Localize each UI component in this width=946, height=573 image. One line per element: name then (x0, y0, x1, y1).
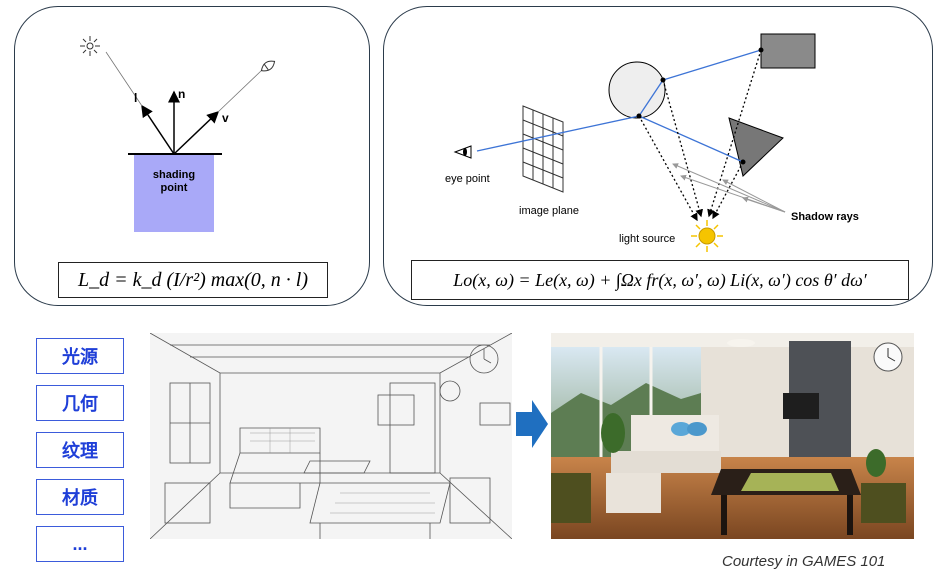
shadow-rays-label: Shadow rays (791, 211, 859, 223)
light-icon (80, 36, 100, 56)
rendering-equation: Lo(x, ω) = Le(x, ω) + ∫Ωx fr(x, ω′, ω) L… (411, 260, 909, 300)
reflected-ray-2 (662, 49, 762, 81)
tag-more: ... (36, 526, 124, 562)
tag-geometry: 几何 (36, 385, 124, 421)
tag-light: 光源 (36, 338, 124, 374)
triangle-object (728, 117, 784, 177)
rendered-scene-image (551, 333, 914, 539)
light-source-label: light source (619, 233, 675, 245)
refracted-ray (638, 115, 744, 163)
viewer-eye-icon (260, 60, 276, 72)
label-pointer (722, 179, 786, 213)
shadow-box (760, 33, 816, 69)
reflected-ray (638, 79, 664, 117)
shadow-ray (662, 79, 704, 218)
vector-l-label: l (134, 91, 137, 105)
light-ray-extension (105, 51, 143, 107)
shadow-ray (712, 161, 744, 220)
shadow-ray (638, 115, 698, 222)
shading-diagram: shading point l n v (80, 36, 276, 232)
eye-icon (453, 145, 472, 159)
scene-elements-list: 光源 几何 纹理 材质 ... (36, 338, 124, 573)
wireframe-scene-image (150, 333, 512, 539)
vector-n-label: n (178, 87, 185, 101)
light-vector (141, 104, 175, 155)
label-pointer (672, 163, 786, 213)
eye-point-label: eye point (445, 173, 490, 185)
shading-label-2: point (161, 182, 188, 194)
tag-material: 材质 (36, 479, 124, 515)
light-source-icon (691, 220, 723, 252)
primary-ray (476, 115, 640, 152)
credit-text: Courtesy in GAMES 101 (722, 553, 886, 570)
tag-texture: 纹理 (36, 432, 124, 468)
diffuse-formula: L_d = k_d (I/r²) max(0, n · l) (58, 262, 328, 298)
image-plane-grid (522, 105, 564, 193)
shading-label-1: shading (153, 169, 195, 181)
ray-tracing-panel (383, 6, 933, 306)
image-plane-label: image plane (519, 205, 579, 217)
view-ray-extension (217, 69, 263, 113)
sphere (608, 61, 666, 119)
view-vector (173, 110, 220, 155)
right-arrow-icon (516, 400, 548, 448)
vector-v-label: v (222, 111, 229, 125)
label-pointer (742, 196, 786, 213)
ray-tracing-diagram: eye point image plane (445, 33, 859, 252)
shading-point-box (134, 154, 214, 232)
